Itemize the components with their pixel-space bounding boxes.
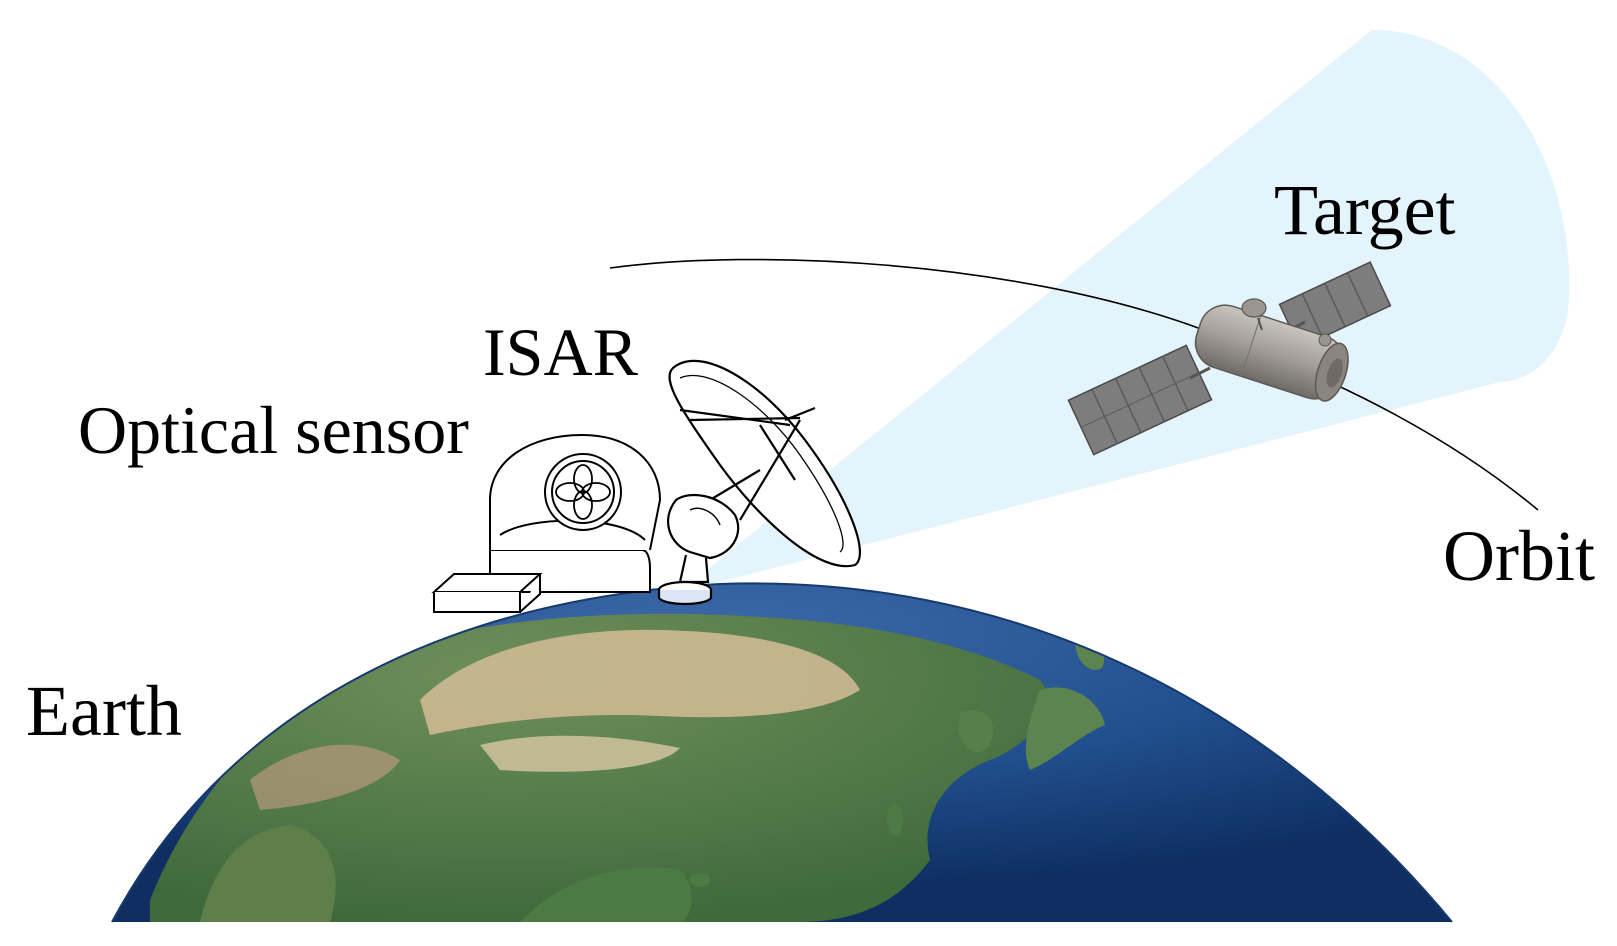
orbit-label: Orbit [1443, 516, 1595, 596]
radar-dish-icon [657, 359, 862, 606]
orbit-line [609, 258, 1539, 511]
radar-beam [680, 30, 1570, 592]
satellite-icon [1067, 261, 1392, 456]
isar-label: ISAR [483, 314, 638, 390]
optical-sensor-label: Optical sensor [78, 392, 469, 468]
target-label: Target [1274, 170, 1456, 250]
earth-label: Earth [26, 671, 182, 751]
earth-globe [111, 582, 1453, 923]
telescope-icon [431, 433, 662, 613]
